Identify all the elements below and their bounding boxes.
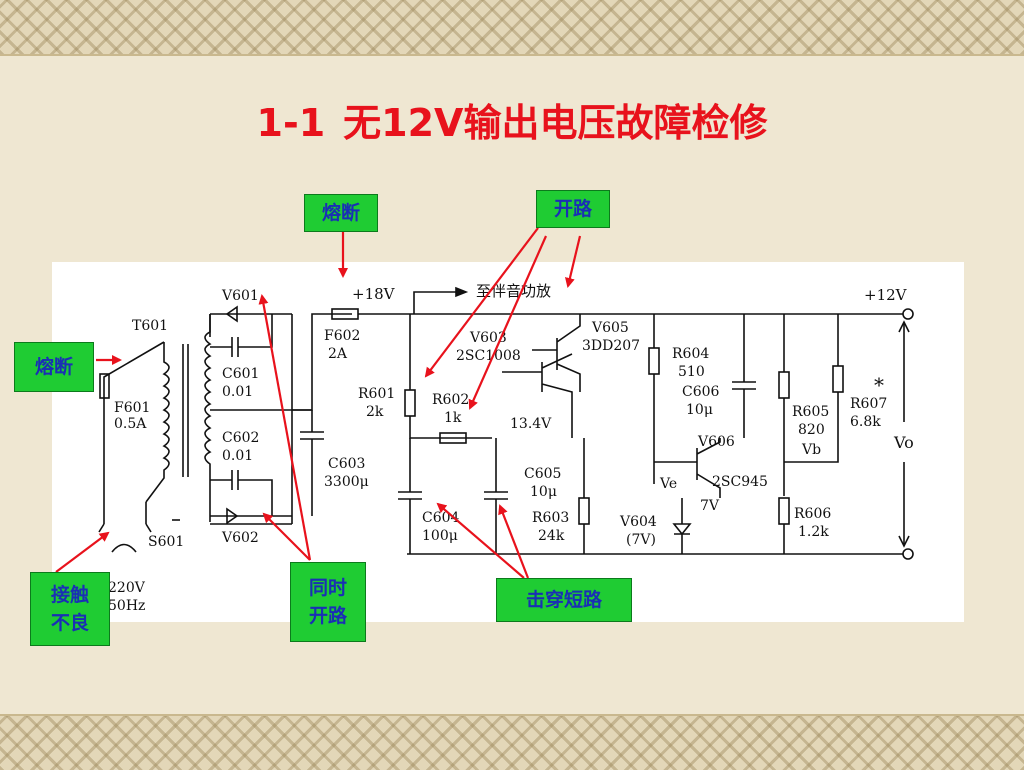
label-f601: F601	[114, 400, 150, 416]
label-c606-val: 10μ	[686, 402, 713, 418]
label-f602: F602	[324, 328, 360, 344]
label-r602: R602	[432, 392, 469, 408]
label-v606: V606	[697, 434, 735, 450]
title-text: 无12V输出电压故障检修	[343, 101, 768, 145]
callout-both-open: 同时 开路	[290, 562, 366, 642]
label-t601: T601	[132, 318, 168, 334]
circuit-diagram: +18V 至伴音功放 +12V T601 F601 0.5A V601 C601…	[52, 262, 964, 622]
label-r605: R605	[792, 404, 829, 420]
circuit-schematic: +18V 至伴音功放 +12V T601 F601 0.5A V601 C601…	[98, 282, 914, 614]
title-number: 1-1	[256, 101, 326, 145]
label-v605: V605	[591, 320, 629, 336]
label-r601: R601	[358, 386, 395, 402]
label-r603-val: 24k	[538, 528, 565, 544]
label-c605-val: 10μ	[530, 484, 557, 500]
label-s601: S601	[148, 534, 184, 550]
label-r602-val: 1k	[444, 410, 462, 426]
label-c603: C603	[328, 456, 365, 472]
label-r606-val: 1.2k	[798, 524, 829, 540]
arrow-open-v605	[565, 235, 582, 288]
callout-fuse-f602: 熔断	[304, 194, 378, 232]
label-c601-val: 0.01	[222, 384, 253, 400]
arrow-bad-contact	[55, 531, 110, 573]
label-r605-val: 820	[798, 422, 825, 438]
label-r604-val: 510	[678, 364, 705, 380]
label-50hz: 50Hz	[108, 598, 145, 614]
label-r601-val: 2k	[366, 404, 384, 420]
label-plus12v: +12V	[864, 286, 908, 304]
callout-fuse-f601: 熔断	[14, 342, 94, 392]
label-c606: C606	[682, 384, 720, 400]
arrow-both-open-v602	[262, 512, 311, 561]
label-f601-val: 0.5A	[114, 416, 147, 432]
label-c601: C601	[222, 366, 259, 382]
top-decorative-border	[0, 0, 1024, 56]
callout-open-circuit: 开路	[536, 190, 610, 228]
label-v605-type: 3DD207	[582, 338, 640, 354]
bottom-decorative-border	[0, 714, 1024, 770]
label-v604-val: (7V)	[626, 532, 656, 548]
label-vb: Vb	[801, 442, 821, 458]
arrow-open-r602	[468, 235, 548, 410]
label-v603: V603	[469, 330, 507, 346]
callout-breakdown-short: 击穿短路	[496, 578, 632, 622]
label-c602: C602	[222, 430, 259, 446]
label-v606-type: 2SC945	[712, 474, 768, 490]
label-v603-type: 2SC1008	[456, 348, 521, 364]
label-r603: R603	[532, 510, 569, 526]
label-ve: Ve	[659, 476, 677, 492]
label-v601: V601	[221, 288, 259, 304]
label-c604-val: 100μ	[422, 528, 458, 544]
label-220v: 220V	[108, 580, 146, 596]
arrow-open-r601	[424, 227, 539, 378]
arrow-short-c605	[498, 504, 530, 579]
label-c605: C605	[524, 466, 561, 482]
label-v604: V604	[619, 514, 657, 530]
label-vo: Vo	[893, 433, 914, 452]
label-13v: 13.4V	[510, 416, 552, 432]
callout-bad-contact: 接触 不良	[30, 572, 110, 646]
arrow-both-open-v601	[258, 294, 312, 561]
label-r607: R607	[850, 396, 887, 412]
label-star: *	[874, 373, 884, 397]
label-r607-val: 6.8k	[850, 414, 881, 430]
label-v602: V602	[221, 530, 259, 546]
label-r606: R606	[794, 506, 831, 522]
slide-title: 1-1 无12V输出电压故障检修	[0, 92, 1024, 147]
label-r604: R604	[672, 346, 709, 362]
label-plus18v: +18V	[352, 285, 396, 303]
label-7v: 7V	[700, 498, 720, 514]
label-c603-val: 3300μ	[324, 474, 369, 490]
label-f602-val: 2A	[328, 346, 348, 362]
arrow-short-c604	[436, 502, 525, 579]
label-c602-val: 0.01	[222, 448, 253, 464]
